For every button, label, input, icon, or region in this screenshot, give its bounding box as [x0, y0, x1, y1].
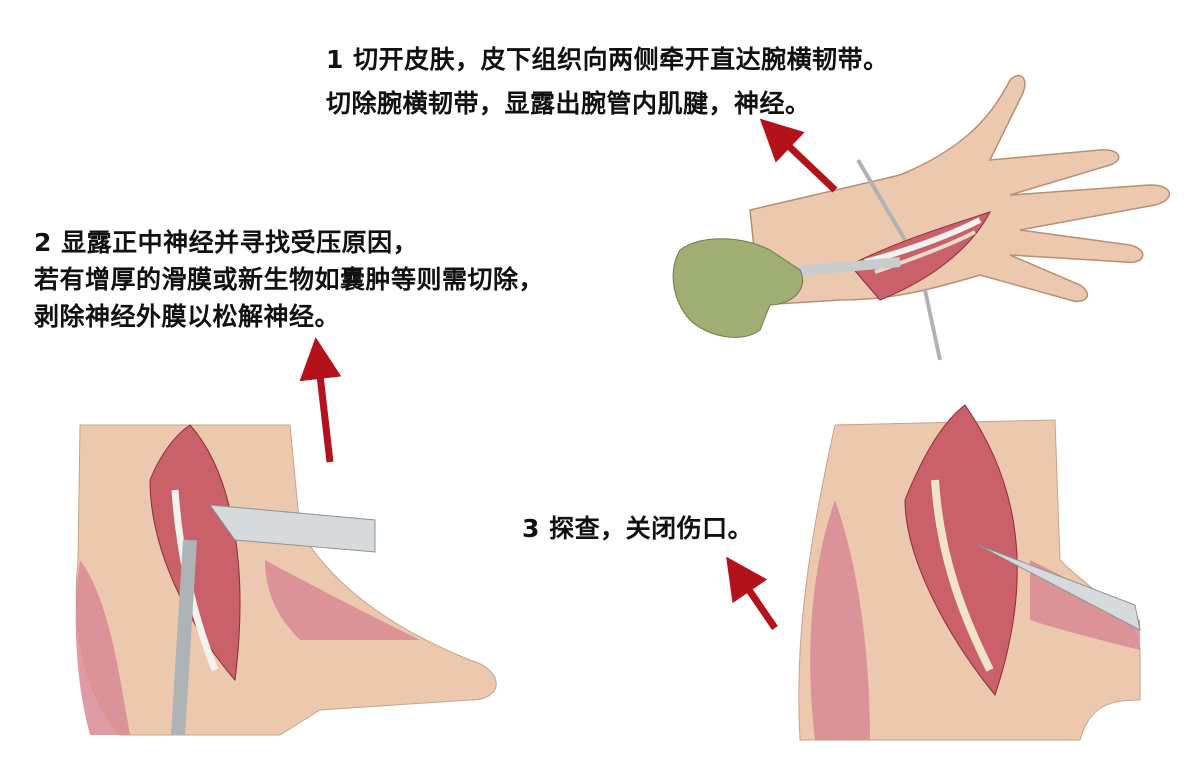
step-2-line-3: 剥除神经外膜以松解神经。 [34, 302, 341, 331]
wound-closure-illustration [798, 404, 1141, 741]
step-2-caption: 2 显露正中神经并寻找受压原因， 若有增厚的滑膜或新生物如囊肿等则需切除， 剥除… [34, 224, 544, 335]
arrow-step-3 [726, 556, 778, 630]
step-2-line-1: 2 显露正中神经并寻找受压原因， [34, 228, 419, 257]
step-3-caption: 3 探查，关闭伤口。 [522, 510, 753, 547]
step-1-caption: 1 切开皮肤，皮下组织向两侧牵开直达腕横韧带。 切除腕横韧带，显露出腕管内肌腱，… [326, 38, 889, 126]
arrow-step-1 [759, 118, 838, 193]
hand-incision-illustration [672, 74, 1171, 361]
step-2-line-2: 若有增厚的滑膜或新生物如囊肿等则需切除， [34, 265, 545, 294]
nerve-exposure-illustration [75, 424, 497, 736]
arrow-step-2 [299, 337, 342, 463]
step-1-line-1: 1 切开皮肤，皮下组织向两侧牵开直达腕横韧带。 [326, 45, 889, 74]
step-1-line-2: 切除腕横韧带，显露出腕管内肌腱，神经。 [326, 89, 811, 118]
step-3-line-1: 3 探查，关闭伤口。 [522, 514, 754, 543]
